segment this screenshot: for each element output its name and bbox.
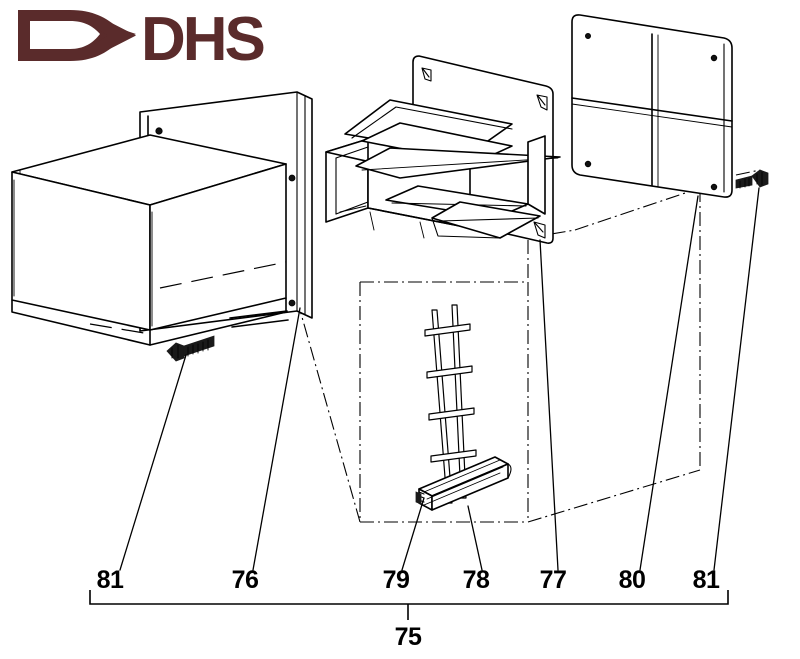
callout-81-left: 81 — [97, 566, 124, 594]
leader-76 — [252, 307, 301, 571]
callout-79: 79 — [383, 566, 410, 594]
callout-81-right: 81 — [693, 566, 720, 594]
part-80-cross-panel-grille — [571, 14, 733, 198]
callout-77: 77 — [540, 566, 567, 594]
logo-wordmark: DHS — [141, 5, 264, 68]
leader-78 — [467, 505, 483, 571]
leader-lines — [119, 187, 760, 571]
callout-labels: 81 76 79 78 77 80 81 75 — [97, 566, 721, 651]
dimension-bracket — [89, 590, 729, 620]
part-81-hex-head-screw-right — [735, 169, 769, 189]
leader-77 — [539, 239, 559, 571]
part-77-backplate-with-vanes — [325, 55, 561, 244]
logo-svg: DHS — [18, 5, 267, 68]
leader-80 — [639, 195, 699, 571]
part-81-hex-head-screw-left — [166, 335, 215, 362]
dhs-logo: DHS — [8, 4, 278, 68]
leader-81-right — [713, 187, 760, 571]
callout-76: 76 — [232, 566, 259, 594]
vane-wedge-77 — [355, 147, 561, 179]
leader-79 — [401, 497, 425, 571]
fin-right-77 — [527, 135, 546, 215]
part-76-duct-box-housing — [11, 91, 313, 346]
assembly-centerlines — [299, 169, 761, 523]
part-79-ladder-rod-rack — [424, 304, 477, 504]
part-78-slide-rail-bar — [415, 456, 512, 511]
callout-78: 78 — [463, 566, 490, 594]
callout-75-assembly: 75 — [395, 623, 422, 651]
callout-80: 80 — [619, 566, 646, 594]
arrow-head-icon — [94, 14, 136, 57]
leader-81-left — [119, 354, 187, 571]
